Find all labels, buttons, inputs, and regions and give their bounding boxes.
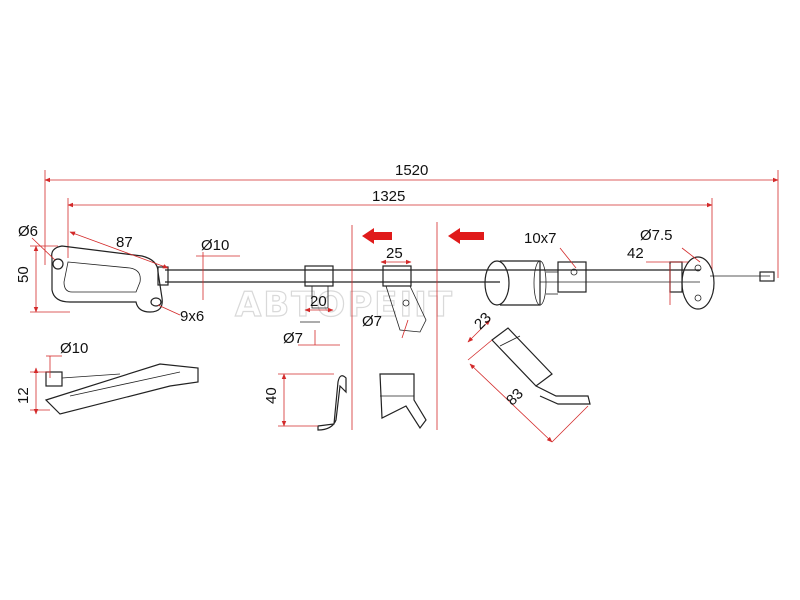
direction-arrow-1 (362, 228, 392, 244)
clip-1: 20 Ø7 (283, 265, 340, 347)
detail-dia-label: Ø10 (60, 340, 88, 357)
dimension-cable-length: 1325 (67, 188, 713, 270)
cable-length-label: 1325 (372, 188, 405, 205)
sleeve-dia-label: Ø10 (201, 237, 229, 254)
dimension-bracket: 50 87 Ø6 9x6 (15, 223, 204, 325)
bracket-length-label: 87 (116, 234, 133, 251)
grommet-size-label: 10x7 (524, 230, 557, 247)
total-length-label: 1520 (395, 162, 428, 179)
clip1-width-label: 20 (310, 293, 327, 310)
slot-size-label: 9x6 (180, 308, 204, 325)
bracket-w-label: 23 (471, 309, 495, 333)
detail-height-label: 12 (15, 387, 32, 404)
direction-arrow-2 (448, 228, 484, 244)
end-fitting: Ø7.5 42 (627, 227, 715, 310)
clip2-width-label: 25 (386, 245, 403, 262)
end-fitting-dia-label: Ø7.5 (640, 227, 673, 244)
detail-bracket: 23 83 (467, 309, 591, 443)
end-fitting-len-label: 42 (627, 245, 644, 262)
watermark: ABTOPEIIT (235, 285, 454, 325)
end-bracket (51, 245, 169, 313)
clip-height-label: 40 (263, 387, 280, 404)
bracket-l-label: 83 (503, 385, 527, 409)
detail-clip-2 (379, 373, 427, 430)
clip2-hole-label: Ø7 (362, 313, 382, 330)
clip-2: 25 Ø7 (362, 245, 427, 339)
dimension-sleeve: Ø10 (196, 237, 240, 300)
detail-sleeve: 12 Ø10 (15, 340, 199, 415)
dimension-total-length: 1520 (44, 162, 779, 278)
clip1-hole-label: Ø7 (283, 330, 303, 347)
end-hole-label: Ø6 (18, 223, 38, 240)
bracket-height-label: 50 (15, 266, 32, 283)
detail-clip-1: 40 (263, 373, 347, 431)
grommet: 10x7 (484, 230, 587, 306)
